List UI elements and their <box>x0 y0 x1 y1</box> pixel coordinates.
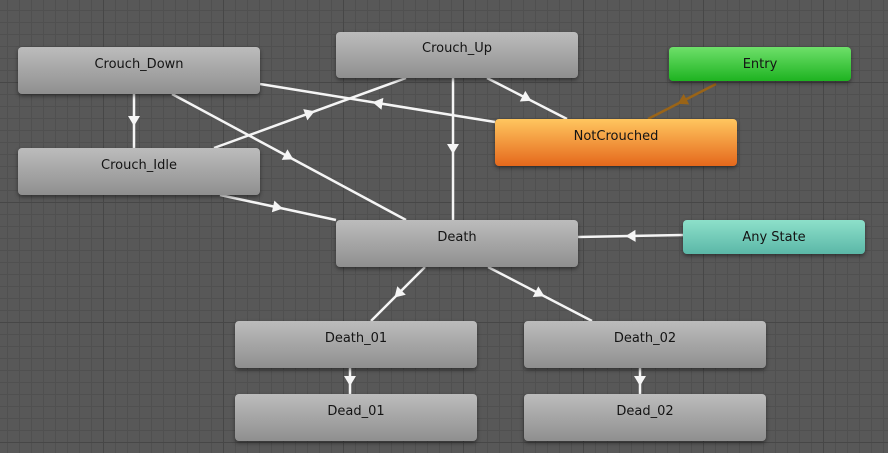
transition-death-to-death-02[interactable] <box>487 265 593 323</box>
transition-not-crouched-to-crouch-down[interactable] <box>259 82 496 124</box>
arrow-head-icon <box>447 144 459 154</box>
transition-death-01-to-dead-01[interactable] <box>344 368 356 394</box>
arrow-head-icon <box>128 116 140 126</box>
any-state-node[interactable]: Any State <box>683 220 865 254</box>
state-node-crouch-up[interactable]: Crouch_Up <box>336 32 578 78</box>
entry-node[interactable]: Entry <box>669 47 851 81</box>
state-node-dead-01[interactable]: Dead_01 <box>235 394 477 441</box>
transition-crouch-idle-to-crouch-up[interactable] <box>213 76 407 150</box>
state-node-death-01[interactable]: Death_01 <box>235 321 477 368</box>
arrow-head-icon <box>519 90 532 102</box>
transition-death-to-death-01[interactable] <box>370 266 426 322</box>
arrow-head-icon <box>625 229 636 242</box>
arrow-head-icon <box>281 149 294 160</box>
state-node-crouch-down[interactable]: Crouch_Down <box>18 47 260 94</box>
transition-crouch-up-to-not-crouched[interactable] <box>486 76 568 121</box>
state-node-death-02[interactable]: Death_02 <box>524 321 766 368</box>
transition-any-state-to-death[interactable] <box>577 229 684 242</box>
transition-crouch-idle-to-death[interactable] <box>219 193 337 222</box>
arrow-head-icon <box>532 286 545 298</box>
arrow-head-icon <box>634 376 646 386</box>
default-state-node-not-crouched[interactable]: NotCrouched <box>495 119 737 166</box>
state-node-death[interactable]: Death <box>336 220 578 267</box>
transition-entry-to-not-crouched[interactable] <box>647 82 717 121</box>
state-node-crouch-idle[interactable]: Crouch_Idle <box>18 148 260 195</box>
arrow-head-icon <box>303 109 315 121</box>
arrow-head-icon <box>394 286 406 298</box>
arrow-head-icon <box>271 200 283 213</box>
arrow-head-icon <box>344 376 356 386</box>
transition-death-02-to-dead-02[interactable] <box>634 368 646 394</box>
arrow-head-icon <box>372 97 384 110</box>
state-node-dead-02[interactable]: Dead_02 <box>524 394 766 441</box>
arrow-head-icon <box>677 93 690 105</box>
transition-crouch-down-to-crouch-idle[interactable] <box>128 94 140 148</box>
transition-crouch-down-to-death[interactable] <box>171 92 407 222</box>
transition-crouch-up-to-death[interactable] <box>447 78 459 220</box>
